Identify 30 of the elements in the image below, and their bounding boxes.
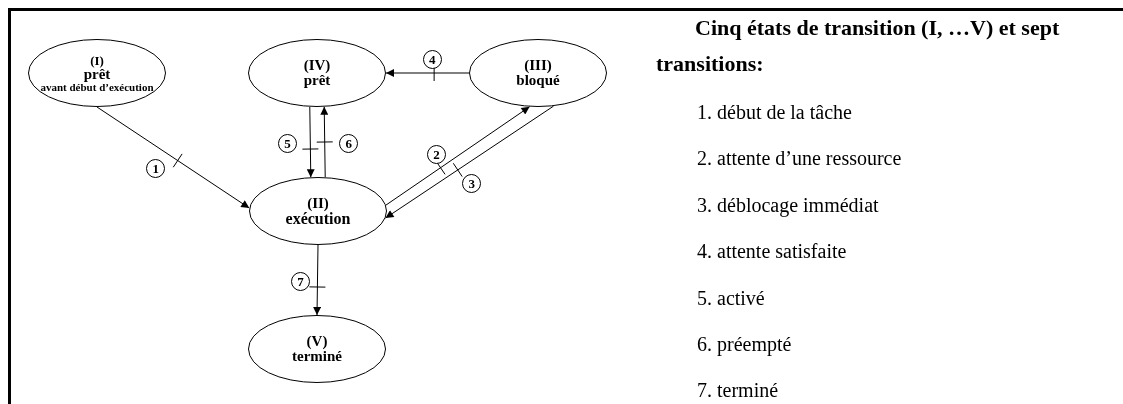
state-label: (II) [307, 195, 329, 211]
edge-label: 5 [277, 133, 297, 153]
list-item: 7. terminé [697, 378, 779, 403]
list-item: 1. début de la tâche [697, 100, 852, 124]
edge-label: 7 [290, 271, 310, 291]
edge-label: 4 [422, 49, 442, 69]
state-ellipse [28, 39, 166, 107]
edge-label: 1 [146, 159, 166, 179]
edge-label: 3 [462, 174, 482, 194]
list-item: 2. attente d’une ressource [697, 146, 902, 171]
title: Cinq états de transition (I, …V) et sept transitions: [656, 14, 1061, 78]
edge-label: 2 [427, 145, 447, 165]
state-label: (IV) [303, 58, 331, 73]
state-ellipse [469, 39, 607, 107]
state-label: (I) [90, 53, 104, 67]
state-label: terminé [292, 349, 342, 364]
state-ellipse [248, 39, 386, 107]
list-item: 5. activé [697, 285, 765, 310]
state-label: (III) [524, 58, 552, 73]
state-label: avant début d’exécution [40, 81, 154, 93]
edge-label: 6 [339, 133, 359, 153]
state-label: bloqué [516, 73, 560, 88]
list-item: 6. préempté [697, 332, 792, 356]
state-ellipse [248, 315, 386, 383]
list-item: 3. déblocage immédiat [697, 192, 879, 217]
list-item: 4. attente satisfaite [697, 239, 847, 264]
state-label: (V) [306, 334, 328, 349]
state-ellipse [249, 177, 387, 245]
state-label: exécution [285, 210, 351, 227]
state-label: prêt [303, 73, 331, 88]
